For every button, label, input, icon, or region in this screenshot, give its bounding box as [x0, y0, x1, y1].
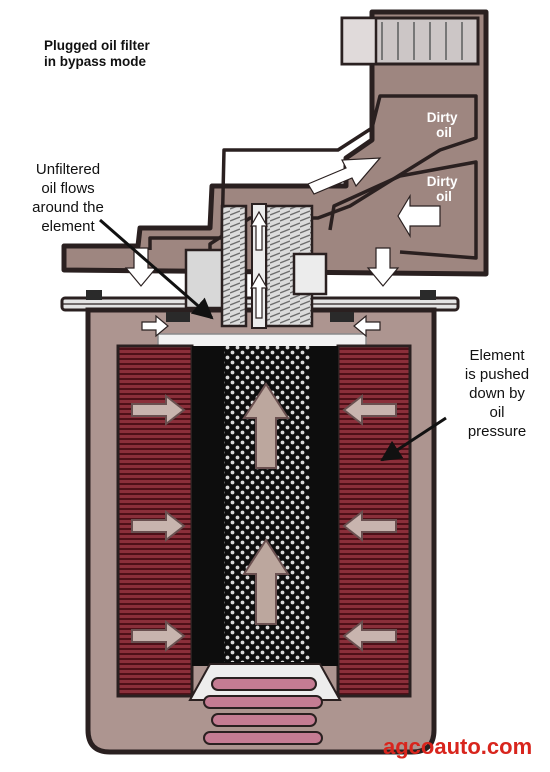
port-label-upper: Dirty oil: [427, 110, 462, 140]
engine-block: [61, 9, 489, 277]
callout-line: pressure: [467, 423, 527, 440]
callout-leader-unfiltered: [99, 218, 214, 320]
title-line: Plugged oil filter: [44, 38, 150, 53]
title-line: in bypass mode: [44, 54, 147, 69]
gasket-right: [330, 312, 354, 322]
callout-line: around the: [32, 199, 104, 216]
gasket-left: [166, 312, 190, 322]
callout-leader-element: [380, 416, 447, 462]
callout-element: Element is pushed down by oil pressure: [444, 346, 550, 441]
callout-line: oil: [489, 404, 505, 421]
inward-arrows: [131, 393, 397, 653]
callout-line: oil flows: [41, 180, 95, 197]
callout-line: down by: [469, 385, 525, 402]
callout-line: element: [41, 218, 95, 235]
diagram-title: Plugged oil filter in bypass mode: [44, 38, 150, 70]
upward-arrows: [242, 382, 290, 625]
gasket-edge-right: [420, 290, 436, 300]
relief-spring: [188, 663, 342, 745]
gasket-edge-left: [86, 290, 102, 300]
callout-line: is pushed: [464, 366, 530, 383]
callout-line: Element: [469, 347, 525, 364]
brand-watermark: agcoauto.com: [383, 734, 533, 759]
flow-arrows-white: [124, 157, 441, 338]
callout-unfiltered: Unfiltered oil flows around the element: [6, 160, 130, 236]
callout-line: Unfiltered: [35, 161, 101, 178]
port-label-lower: Dirty oil: [427, 174, 462, 204]
